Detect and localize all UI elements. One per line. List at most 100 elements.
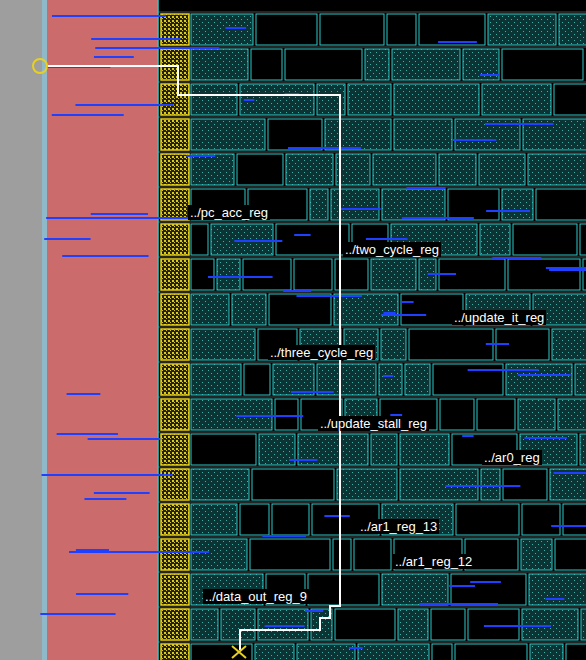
std-cell	[381, 329, 406, 360]
std-cell	[382, 189, 445, 220]
std-cell	[581, 609, 586, 640]
std-cell	[530, 644, 563, 660]
std-cell	[311, 609, 332, 640]
std-cell	[221, 609, 255, 640]
std-cell	[310, 189, 328, 220]
std-cell	[276, 224, 349, 255]
std-cell	[528, 154, 586, 185]
std-cell	[554, 84, 586, 115]
std-cell	[502, 49, 583, 80]
std-cell	[333, 539, 351, 570]
std-cell	[191, 329, 255, 360]
std-cell	[463, 49, 499, 80]
std-cell	[566, 644, 586, 660]
tap-cell	[161, 294, 189, 325]
metal-wire	[208, 276, 273, 278]
std-cell	[394, 119, 452, 150]
metal-wire	[283, 290, 311, 292]
std-cell	[251, 49, 282, 80]
target-marker	[232, 646, 246, 658]
metal-wire	[289, 459, 317, 461]
std-cell	[191, 364, 241, 395]
std-cell	[256, 14, 317, 45]
std-cell	[502, 189, 533, 220]
std-cell	[481, 469, 500, 500]
std-cell	[400, 469, 478, 500]
std-cell	[431, 609, 465, 640]
metal-wire	[485, 123, 553, 125]
tap-cell	[161, 644, 189, 660]
metal-wire	[484, 625, 551, 627]
instance-label: ../update_stall_reg	[318, 416, 429, 431]
metal-wire	[40, 613, 115, 615]
row-line	[158, 292, 586, 293]
std-cell	[191, 294, 229, 325]
edge-strip	[42, 0, 47, 660]
std-cell	[334, 294, 398, 325]
metal-wire	[291, 391, 334, 393]
std-cell	[563, 504, 586, 535]
grey-strip	[0, 0, 42, 660]
row-line	[158, 327, 586, 328]
std-cell	[320, 14, 384, 45]
metal-wire	[518, 374, 571, 376]
row-line	[158, 572, 586, 573]
std-cell	[354, 539, 391, 570]
row-line	[158, 432, 586, 433]
metal-wire	[62, 255, 148, 257]
std-cell	[325, 119, 391, 150]
std-cell	[529, 574, 586, 605]
std-cell	[272, 504, 309, 535]
core-edge	[157, 0, 159, 660]
std-cell	[552, 329, 586, 360]
std-cell	[232, 294, 266, 325]
std-cell	[387, 14, 416, 45]
metal-wire	[265, 625, 305, 627]
tap-cell	[161, 539, 189, 570]
metal-wire	[406, 187, 445, 189]
metal-wire	[349, 647, 363, 649]
std-cell	[371, 259, 416, 290]
std-cell	[439, 154, 476, 185]
metal-wire	[52, 15, 166, 17]
std-cell	[269, 294, 331, 325]
tap-cell	[161, 364, 189, 395]
std-cell	[191, 504, 237, 535]
std-cell	[398, 609, 428, 640]
std-cell	[392, 49, 460, 80]
std-cell	[273, 364, 314, 395]
std-cell	[522, 609, 578, 640]
row-line	[158, 607, 586, 608]
metal-wire	[402, 217, 474, 219]
metal-wire	[46, 217, 194, 219]
std-cell	[308, 574, 379, 605]
metal-wire	[91, 213, 148, 215]
std-cell	[297, 644, 355, 660]
tap-cell	[161, 84, 189, 115]
std-cell	[191, 224, 208, 255]
std-cell	[419, 14, 485, 45]
pad-ring	[47, 0, 158, 660]
row-line	[158, 537, 586, 538]
std-cell	[191, 14, 253, 45]
metal-wire	[94, 492, 150, 494]
std-cell	[477, 399, 515, 430]
metal-wire	[470, 581, 501, 583]
metal-wire	[383, 375, 393, 377]
std-cell	[555, 539, 586, 570]
std-cell	[409, 329, 493, 360]
tap-cell	[161, 259, 189, 290]
metal-wire	[401, 301, 414, 303]
metal-wire	[88, 438, 161, 440]
std-cell	[336, 154, 370, 185]
metal-wire	[366, 238, 408, 240]
std-cell	[255, 644, 294, 660]
std-cell	[252, 469, 334, 500]
std-cell	[191, 154, 234, 185]
std-cell	[371, 434, 397, 465]
metal-wire	[383, 312, 395, 314]
std-cell	[191, 434, 256, 465]
std-cell	[583, 259, 586, 290]
std-cell	[456, 504, 519, 535]
